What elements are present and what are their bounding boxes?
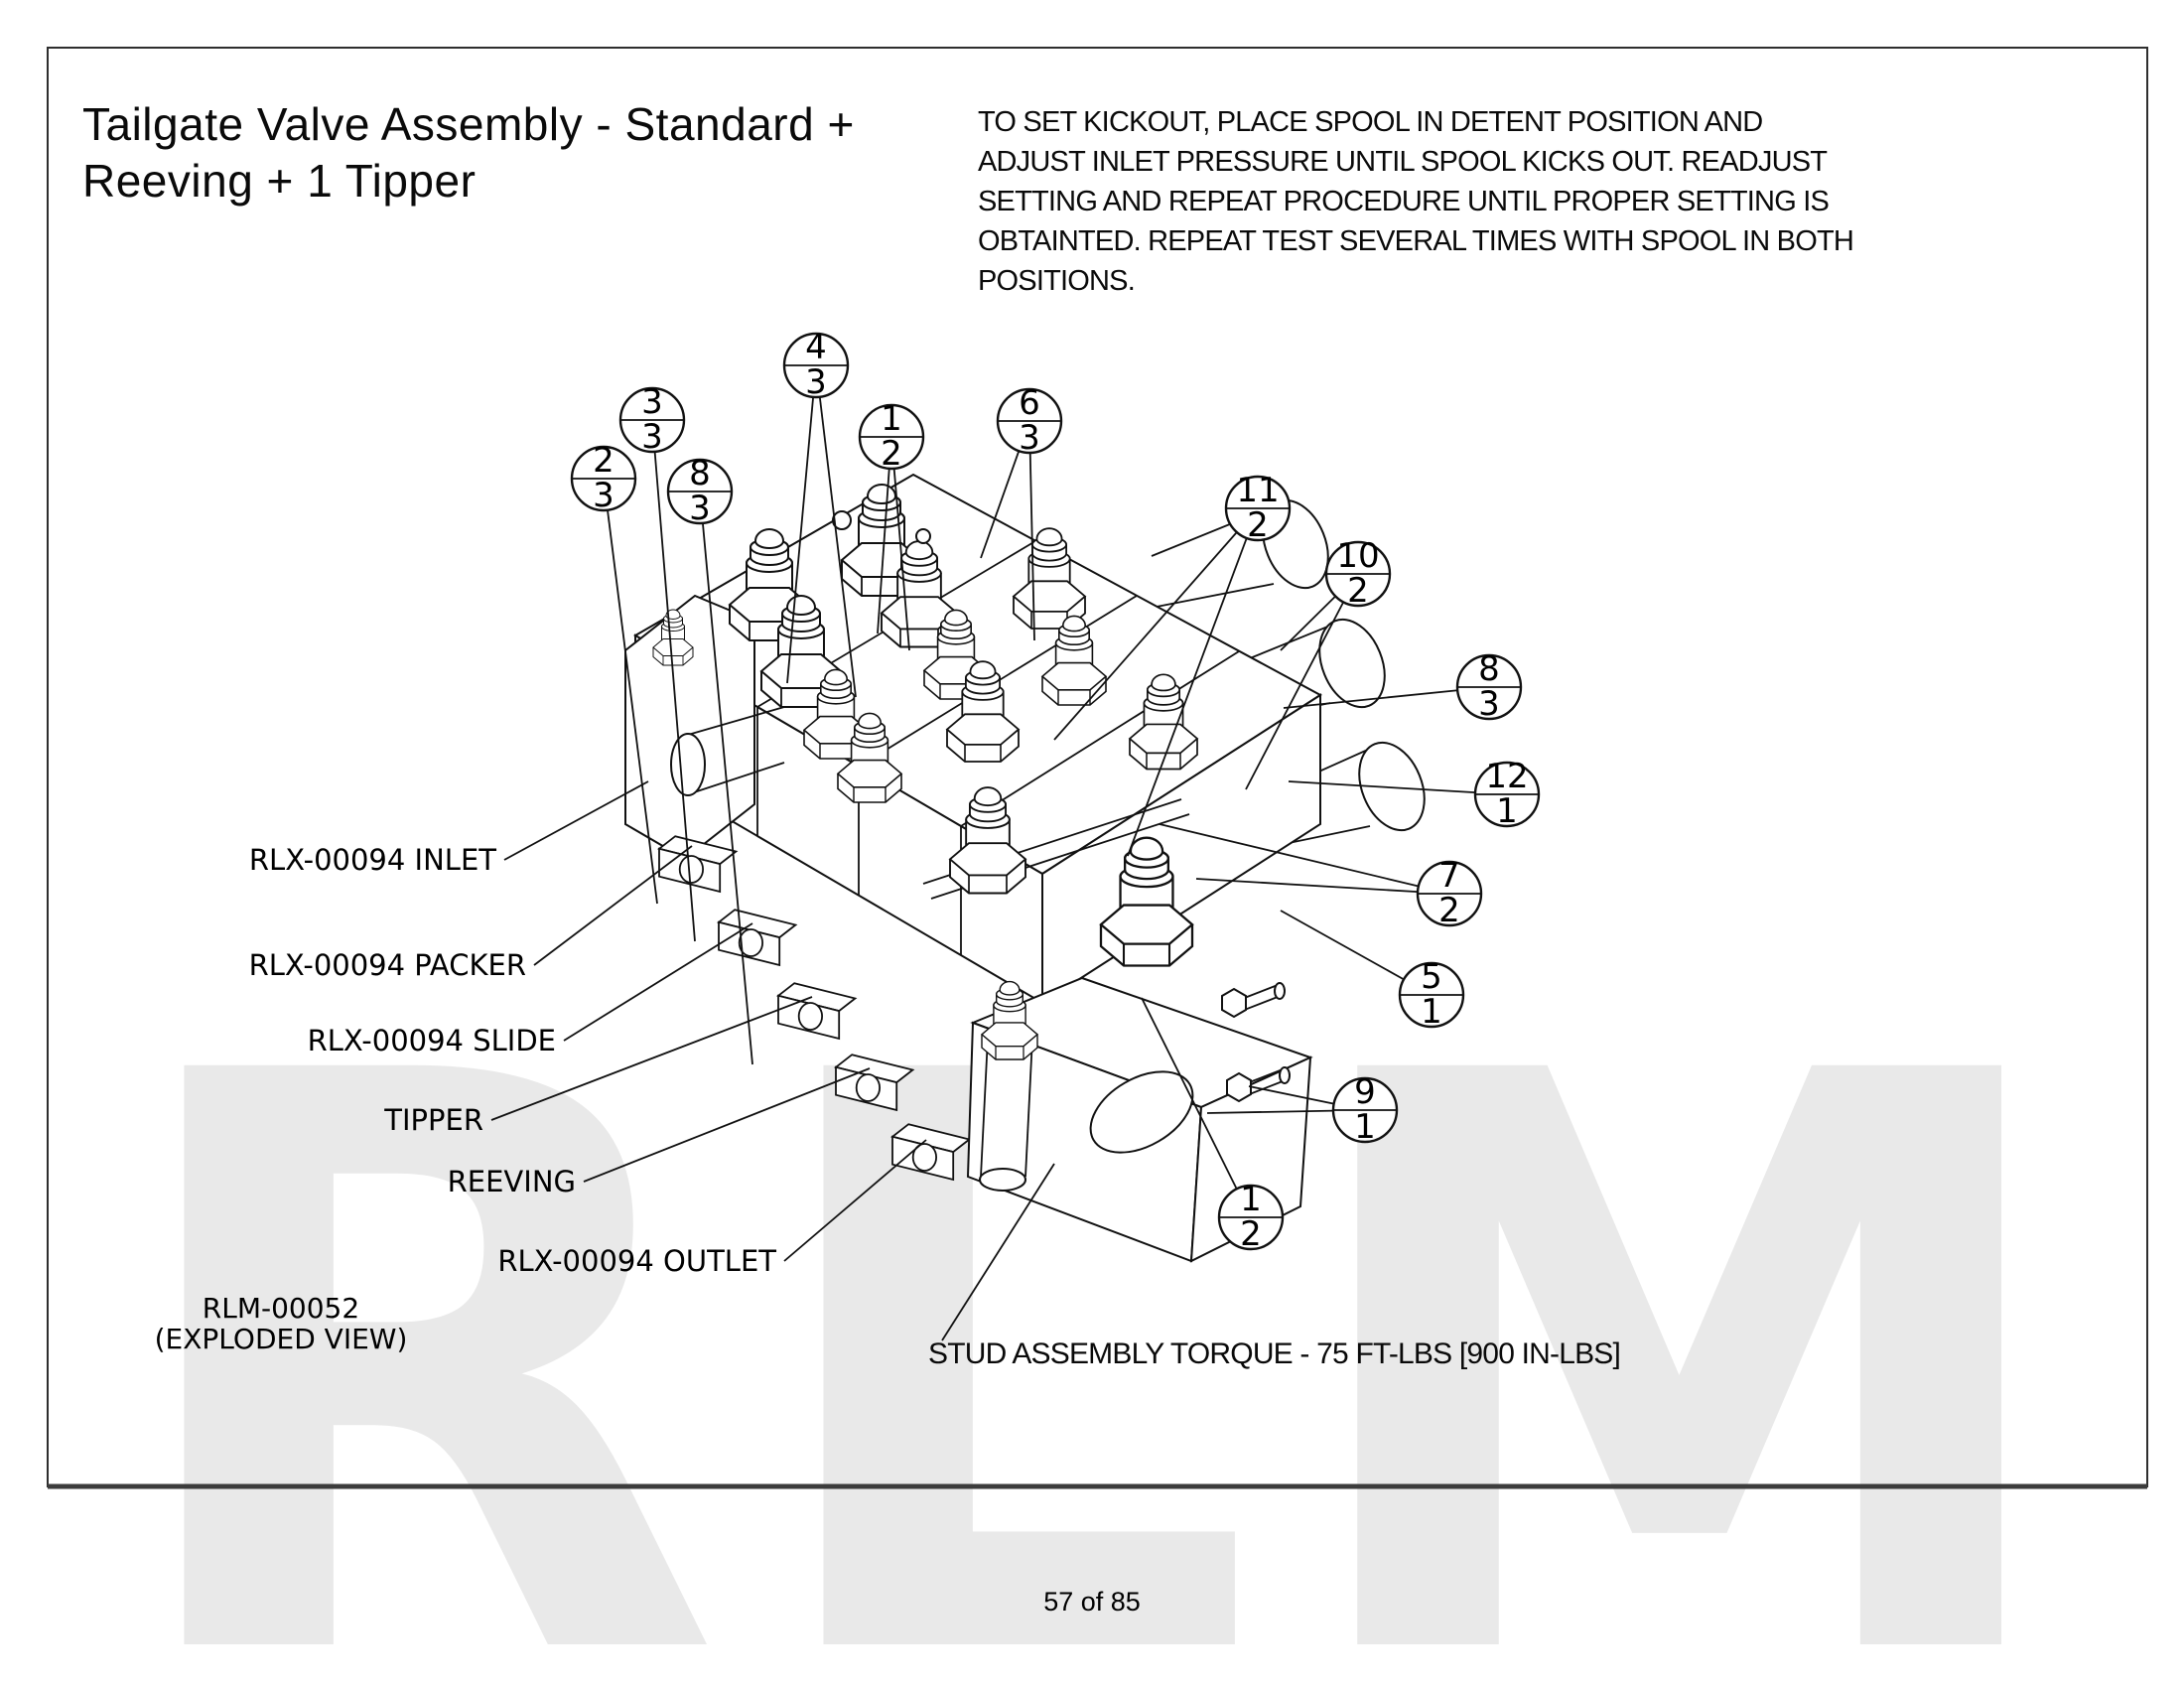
callout-3-3: 33 [618,382,686,457]
part-label: TIPPER [383,1103,483,1137]
kickout-note-line: POSITIONS. [978,265,1136,297]
callout-7-2: 72 [1416,856,1483,930]
callout-item-number: 8 [1478,649,1500,689]
part-label-leader [503,780,649,861]
callout-quantity: 2 [1247,505,1269,545]
drawing-view-label: (EXPLODED VIEW) [154,1323,408,1355]
callout-5-1: 51 [1398,957,1465,1032]
callout-leader-lines [607,396,1476,1190]
callout-quantity: 2 [1347,571,1369,611]
callout-item-number: 5 [1421,957,1442,997]
part-label: RLX-00094 INLET [249,843,496,877]
torque-leader-line [941,1163,1055,1341]
callout-item-number: 1 [881,399,902,439]
callout-quantity: 2 [881,434,902,474]
torque-note-text: STUD ASSEMBLY TORQUE - 75 FT-LBS [900 IN… [928,1337,1621,1370]
page-title: Tailgate Valve Assembly - Standard + Ree… [82,96,855,210]
callout-item-number: 6 [1019,383,1040,423]
callout-item-number: 2 [593,441,614,481]
callout-quantity: 3 [593,476,614,515]
drawing-number-block: RLM-00052 (EXPLODED VIEW) [127,1293,435,1354]
callout-quantity: 3 [641,417,663,457]
callout-10-2: 102 [1324,536,1392,611]
part-label-leader [563,922,753,1042]
part-label: RLX-00094 PACKER [249,948,526,982]
callout-8-3: 83 [1455,649,1523,724]
page-number: 57 of 85 [993,1587,1191,1618]
kickout-note-line: SETTING AND REPEAT PROCEDURE UNTIL PROPE… [978,186,1830,217]
kickout-note: TO SET KICKOUT, PLACE SPOOL IN DETENT PO… [978,102,2000,301]
callout-item-number: 1 [1240,1180,1262,1219]
part-label-leader [583,1067,871,1183]
callout-item-number: 7 [1438,856,1460,896]
callout-quantity: 1 [1496,791,1518,831]
callout-1-2: 12 [858,399,925,474]
page-title-line1: Tailgate Valve Assembly - Standard + [82,98,855,150]
callout-item-number: 3 [641,382,663,422]
part-label: RLX-00094 OUTLET [497,1244,776,1278]
callout-quantity: 2 [1240,1214,1262,1254]
callout-quantity: 1 [1354,1107,1376,1147]
callout-quantity: 3 [1019,418,1040,458]
kickout-note-line: TO SET KICKOUT, PLACE SPOOL IN DETENT PO… [978,106,1763,138]
callout-item-number: 9 [1354,1072,1376,1112]
callout-11-2: 112 [1224,471,1292,545]
part-label-leader [533,845,693,966]
part-label-leader [783,1139,927,1262]
relief-caps [729,484,1198,967]
part-labels: RLX-00094 INLET RLX-00094 PACKER RLX-00094… [249,780,927,1278]
callout-4-3: 43 [782,328,850,402]
callout-6-3: 63 [996,383,1063,458]
part-label-leader [490,996,813,1121]
callout-item-number: 12 [1485,757,1528,796]
callout-quantity: 3 [689,489,711,528]
part-label: RLX-00094 SLIDE [308,1024,556,1057]
page-number-text: 57 of 85 [1043,1587,1141,1617]
kickout-note-line: ADJUST INLET PRESSURE UNTIL SPOOL KICKS … [978,146,1828,178]
callout-9-1: 91 [1331,1072,1399,1147]
torque-note: STUD ASSEMBLY TORQUE - 75 FT-LBS [900 IN… [928,1337,1621,1371]
callout-quantity: 3 [805,362,827,402]
drawing-number: RLM-00052 [202,1292,360,1325]
callout-item-number: 11 [1236,471,1279,510]
callout-quantity: 3 [1478,684,1500,724]
callout-1-2: 12 [1217,1180,1285,1254]
page-title-line2: Reeving + 1 Tipper [82,155,477,207]
callout-item-number: 8 [689,454,711,493]
callout-quantity: 1 [1421,992,1442,1032]
valve-assembly-art [624,473,1426,1341]
inlet-section [624,594,785,861]
part-label: REEVING [448,1165,576,1198]
callout-item-number: 4 [805,328,827,367]
callout-12-1: 121 [1473,757,1541,831]
callout-item-number: 10 [1336,536,1379,576]
callout-8-3: 83 [666,454,734,528]
callout-2-3: 23 [570,441,637,515]
kickout-note-line: OBTAINTED. REPEAT TEST SEVERAL TIMES WIT… [978,225,1854,257]
callout-quantity: 2 [1438,891,1460,930]
